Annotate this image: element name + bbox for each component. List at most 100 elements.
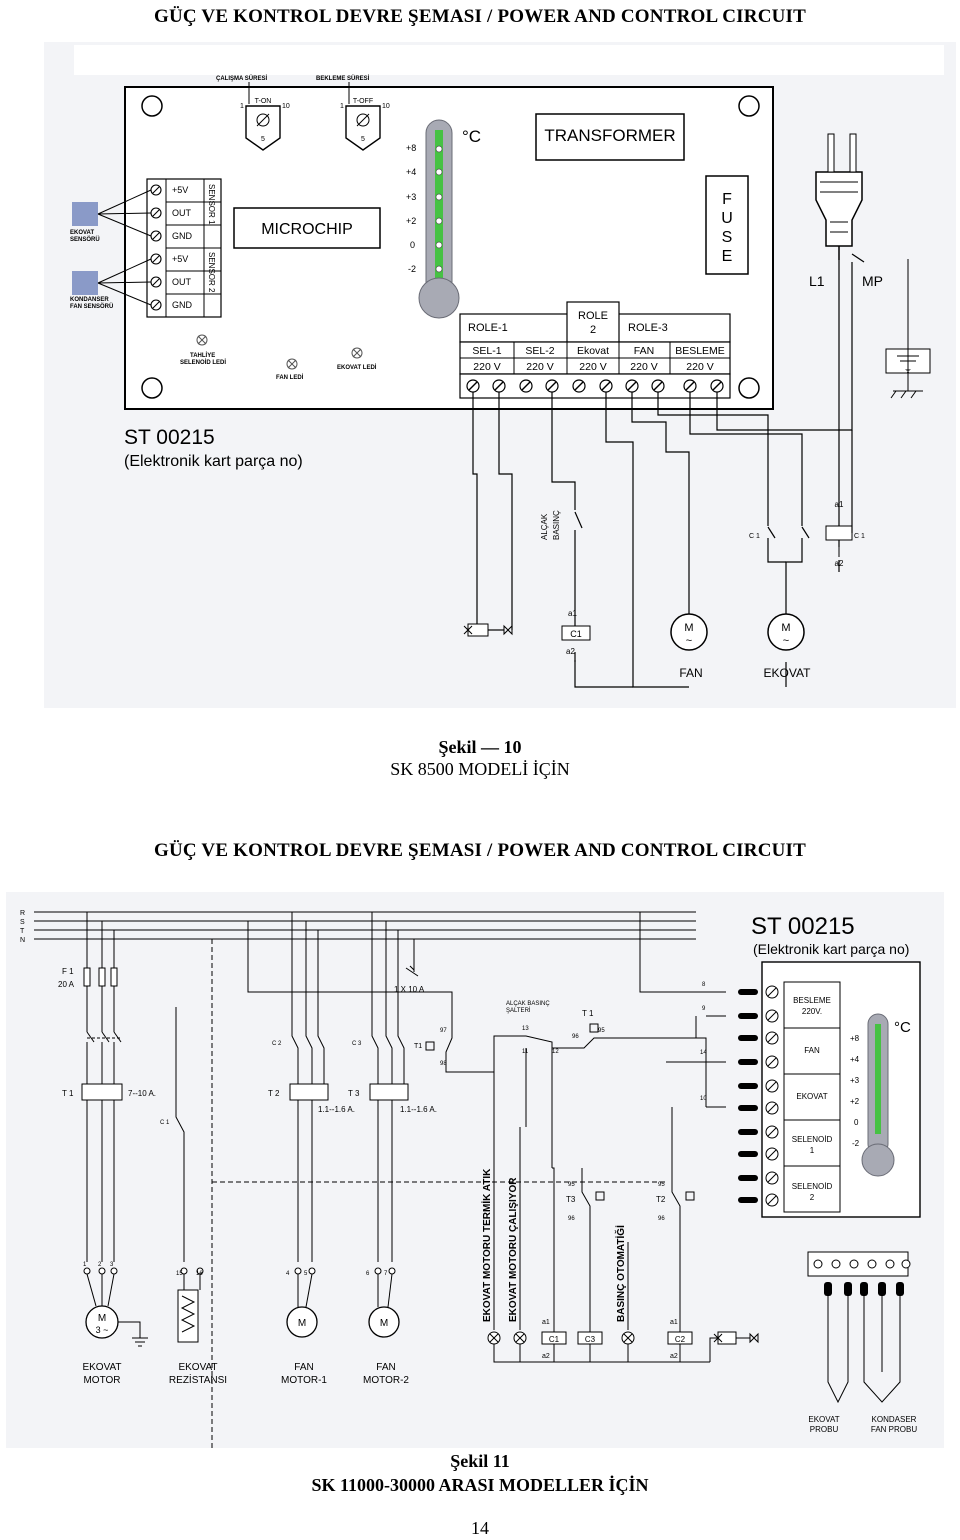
load-fan-motor-2: FAN <box>376 1362 395 1373</box>
header-title-1: GÜÇ VE KONTROL DEVRE ŞEMASI / POWER AND … <box>154 6 806 27</box>
contact-13: 13 <box>522 1026 529 1032</box>
lamp-label-calisiyor: EKOVAT MOTORU ÇALIŞIYOR <box>508 1177 519 1322</box>
card-therm-tick: +8 <box>850 1034 860 1043</box>
c1-a1: a1 <box>568 609 577 618</box>
term-4: 4 <box>286 1271 290 1277</box>
therm-tick: 0 <box>410 240 415 250</box>
wire-10: 10 <box>700 1096 707 1102</box>
transformer-block <box>535 113 685 161</box>
sensor-terminal: OUT <box>172 208 192 218</box>
kondanser-sensor-label-2: FAN SENSÖRÜ <box>70 303 113 310</box>
kondanser-sensor-icon <box>72 271 98 295</box>
solenoid-coil <box>467 623 489 637</box>
timer-off-knob[interactable] <box>345 105 381 151</box>
contact-12: 12 <box>552 1049 559 1055</box>
load-ekovat-motor: EKOVAT <box>82 1362 121 1373</box>
output-besleme: BESLEME <box>675 345 725 357</box>
output-sel-2: SEL-2 <box>525 345 554 357</box>
led-fan-label: FAN LEDİ <box>276 374 304 381</box>
card-number: ST 00215 <box>751 913 855 940</box>
figure-11-caption: Şekil 11 <box>450 1451 510 1471</box>
kondanser-probe-label: KONDASER <box>872 1415 917 1424</box>
wire-8: 8 <box>702 982 706 988</box>
t2-contact-96: 96 <box>658 1216 665 1222</box>
neutral-label: MP <box>862 273 883 289</box>
fuse-block <box>705 175 749 275</box>
phase-n: N <box>20 937 25 944</box>
c1-a2: a2 <box>566 647 575 656</box>
card-thermometer-fill <box>875 1024 881 1134</box>
contact-96: 96 <box>572 1034 579 1040</box>
phase-t: T <box>20 928 25 935</box>
figure-10-panel: ÇALIŞMA SÜRESİ BEKLEME SÜRESİ T-ON T-OFF… <box>44 42 956 708</box>
therm-tick: +3 <box>406 192 416 202</box>
timer-on-knob[interactable] <box>245 105 281 151</box>
fuse-letter: F <box>722 191 732 208</box>
figure-10-subcaption: SK 8500 MODELİ İÇİN <box>390 759 570 779</box>
card-output-sel2-n: 2 <box>810 1193 815 1202</box>
card-therm-unit: °C <box>894 1019 911 1036</box>
load-ekovat-rezistans-2: REZİSTANSI <box>169 1373 227 1386</box>
relay-2-number: 2 <box>590 324 596 336</box>
t3-contact-95: 95 <box>568 1182 575 1188</box>
fuse-rating: 20 A <box>58 980 75 989</box>
c3-label: C 3 <box>352 1041 362 1047</box>
timer-off-max: 10 <box>382 103 390 110</box>
wire-14: 14 <box>700 1050 707 1056</box>
thermometer-bulb <box>418 277 460 319</box>
ekovat-motor-icon <box>767 613 805 651</box>
relay-2-box <box>566 301 620 343</box>
phase-s: S <box>20 919 25 926</box>
low-pressure-label-2: BASINÇ <box>552 510 561 540</box>
low-pressure-switch-2: ŞALTERİ <box>506 1007 531 1014</box>
breaker-switch-icon <box>405 965 419 977</box>
t1-rating: 7--10 A. <box>128 1089 156 1098</box>
led-ekovat-label: EKOVAT LEDİ <box>337 364 377 371</box>
card-therm-tick: +4 <box>850 1055 860 1064</box>
fan-motor-1-m: M <box>298 1318 306 1329</box>
t2-aux-label: T2 <box>656 1195 666 1204</box>
fuse-letter: S <box>722 229 733 246</box>
timer-off-min: 1 <box>340 103 344 110</box>
relay-3-label: ROLE-3 <box>628 322 668 334</box>
output-voltage: 220 V <box>579 361 606 373</box>
coil-label: C 1 <box>854 533 865 540</box>
motor-3ph: 3 ~ <box>96 1325 109 1335</box>
thermometer-fill <box>435 130 443 280</box>
term-6: 6 <box>366 1271 370 1277</box>
fan-motor-tilde: ~ <box>686 635 692 647</box>
timer-on-mid: 5 <box>261 136 265 143</box>
fan-motor-1-icon <box>286 1306 318 1338</box>
t1-aux-label: T1 <box>414 1043 422 1050</box>
card-therm-tick: +3 <box>850 1076 860 1085</box>
card-number: ST 00215 <box>124 426 215 449</box>
card-output-fan: FAN <box>804 1046 820 1055</box>
therm-tick: +8 <box>406 143 416 153</box>
figure-10-caption: Şekil — 10 <box>438 737 522 757</box>
c1-contact-label: C 1 <box>160 1120 170 1126</box>
line-label: L1 <box>809 273 825 289</box>
relay-2-label: ROLE <box>578 310 608 322</box>
c1-coil-label: C1 <box>549 1335 560 1344</box>
card-therm-tick: +2 <box>850 1097 860 1106</box>
timer-off-title: BEKLEME SÜRESİ <box>316 75 370 82</box>
kondanser-sensor-label: KONDANSER <box>70 297 109 303</box>
plug-pin <box>827 133 835 173</box>
fuse-label: F 1 <box>62 967 74 976</box>
sensor-terminal: OUT <box>172 277 192 287</box>
t2-label: T 2 <box>268 1089 280 1098</box>
card-output-ekovat: EKOVAT <box>796 1092 827 1101</box>
therm-tick: -2 <box>408 264 416 274</box>
fan-motor-m: M <box>684 622 693 634</box>
sensor-terminal: +5V <box>172 254 188 264</box>
term-7: 7 <box>384 1271 388 1277</box>
card-therm-tick: -2 <box>852 1139 860 1148</box>
t1-label: T 1 <box>62 1089 74 1098</box>
timer-off-label: T-OFF <box>353 98 373 105</box>
card-subtitle: (Elektronik kart parça no) <box>753 941 909 957</box>
sensor-2-label: SENSOR 2 <box>207 252 216 293</box>
output-voltage: 220 V <box>473 361 500 373</box>
ekovat-probe-label: EKOVAT <box>808 1415 839 1424</box>
c2-label: C 2 <box>272 1041 282 1047</box>
fan-motor-2-m: M <box>380 1318 388 1329</box>
